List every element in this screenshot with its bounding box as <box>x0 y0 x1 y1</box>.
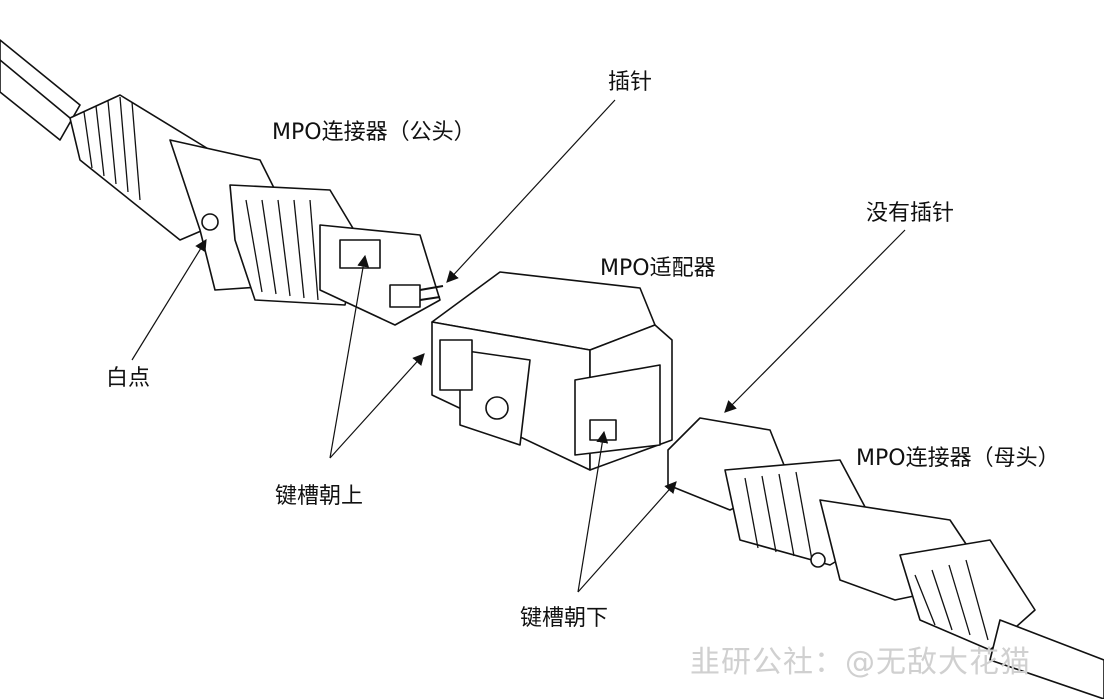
callout-no-pin <box>724 229 906 413</box>
male-endface <box>389 284 421 308</box>
callout-key-down-2 <box>577 481 677 593</box>
male-cable <box>0 39 81 141</box>
white-dot-mark <box>201 213 219 231</box>
mpo-adapter <box>431 271 673 471</box>
female-cable <box>989 619 1104 699</box>
adapter-left-opening <box>439 339 473 391</box>
female-grip-ribs <box>744 471 813 561</box>
callout-pin <box>446 99 616 283</box>
label-pin: 插针 <box>608 70 653 95</box>
callout-key-up-1 <box>329 254 370 459</box>
label-white-dot: 白点 <box>106 366 151 391</box>
callout-white-dot <box>131 238 207 361</box>
male-pin-2 <box>419 296 441 301</box>
male-grip-ribs <box>245 199 319 301</box>
label-key-up: 键槽朝上 <box>275 484 364 509</box>
male-connector <box>0 39 444 326</box>
female-dot <box>810 552 826 568</box>
female-boot-ribs <box>914 559 989 641</box>
callout-key-down-1 <box>577 430 609 593</box>
adapter-right-opening <box>574 364 661 456</box>
callout-lines <box>131 99 906 593</box>
watermark: 韭研公社：@无敌大花猫 <box>690 645 1031 680</box>
label-adapter: MPO适配器 <box>600 256 716 281</box>
label-key-down: 键槽朝下 <box>520 606 609 631</box>
male-pin <box>419 285 444 291</box>
label-female-connector: MPO连接器（母头） <box>856 446 1060 471</box>
adapter-mount-hole <box>485 396 509 420</box>
callout-key-up-2 <box>329 353 425 459</box>
label-no-pin: 没有插针 <box>866 201 955 226</box>
male-key <box>339 239 381 269</box>
label-male-connector: MPO连接器（公头） <box>272 120 476 145</box>
male-boot-ribs <box>83 96 141 201</box>
